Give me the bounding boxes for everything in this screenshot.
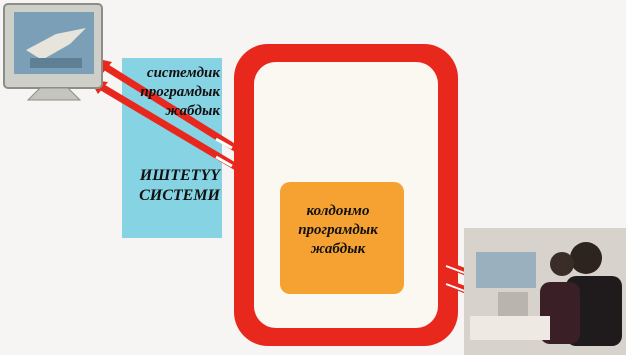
operating-system-label: ИШТЕТҮҮ СИСТЕМИ <box>139 167 220 204</box>
monitor-icon <box>3 3 103 101</box>
users-photo-icon <box>464 228 626 355</box>
application-software-label: колдонмо програмдык жабдык <box>298 203 378 257</box>
system-software-label: системдик програмдык жабдык <box>140 65 220 119</box>
application-software-box <box>280 182 404 294</box>
